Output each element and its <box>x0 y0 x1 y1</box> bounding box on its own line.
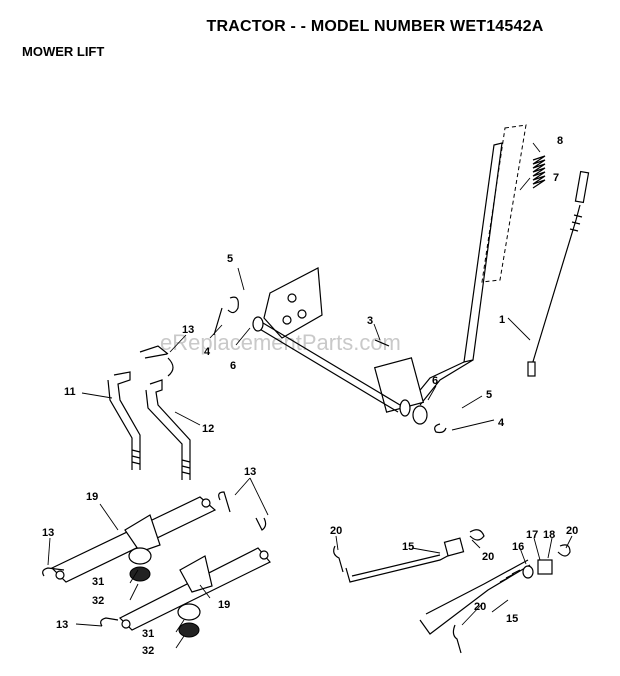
callout-6: 6 <box>230 360 236 372</box>
callout-20d: 20 <box>474 601 486 613</box>
callout-17: 17 <box>526 529 538 541</box>
callout-4b: 4 <box>498 417 505 429</box>
lift-lever <box>373 142 503 413</box>
spring <box>532 155 546 189</box>
callout-16: 16 <box>512 541 524 553</box>
page-title: TRACTOR - - MODEL NUMBER WET14542A <box>206 18 544 35</box>
mounting-plate <box>263 267 323 339</box>
link-rods <box>107 371 191 480</box>
callout-4: 4 <box>204 346 211 358</box>
bushings <box>128 547 201 638</box>
control-rods <box>333 529 571 654</box>
callout-15a: 15 <box>402 541 414 553</box>
callout-5b: 5 <box>486 389 492 401</box>
callout-31b: 31 <box>142 628 154 640</box>
cross-shaft <box>252 316 428 425</box>
callout-32b: 32 <box>142 645 154 657</box>
callout-11: 11 <box>64 386 76 398</box>
section-title: MOWER LIFT <box>22 44 105 59</box>
callout-7: 8 <box>557 135 563 147</box>
callout-20c: 20 <box>566 525 578 537</box>
callout-13d: 13 <box>56 619 68 631</box>
callout-15b: 15 <box>506 613 518 625</box>
callout-20b: 20 <box>482 551 494 563</box>
callout-3: 3 <box>367 315 373 327</box>
callout-19a: 19 <box>86 491 98 503</box>
callout-32a: 32 <box>92 595 104 607</box>
callout-5: 5 <box>227 253 233 265</box>
hairpins <box>42 491 267 627</box>
callout-18: 18 <box>543 529 555 541</box>
callout-19b: 19 <box>218 599 230 611</box>
callout-8: 7 <box>553 172 559 184</box>
callout-13a: 13 <box>182 324 194 336</box>
callout-12: 12 <box>202 423 214 435</box>
leader-lines <box>47 142 573 649</box>
callout-6b: 6 <box>432 375 438 387</box>
grip-outline <box>481 124 527 283</box>
callout-labels: 8 7 1 5 3 6 4 6 5 4 13 11 12 13 13 19 31… <box>42 135 578 657</box>
callout-13b: 13 <box>244 466 256 478</box>
clips <box>139 296 447 434</box>
callout-13c: 13 <box>42 527 54 539</box>
lift-rod <box>527 170 590 377</box>
callout-1: 1 <box>499 314 505 326</box>
callout-20a: 20 <box>330 525 342 537</box>
lift-arms <box>50 496 271 631</box>
callout-31a: 31 <box>92 576 104 588</box>
